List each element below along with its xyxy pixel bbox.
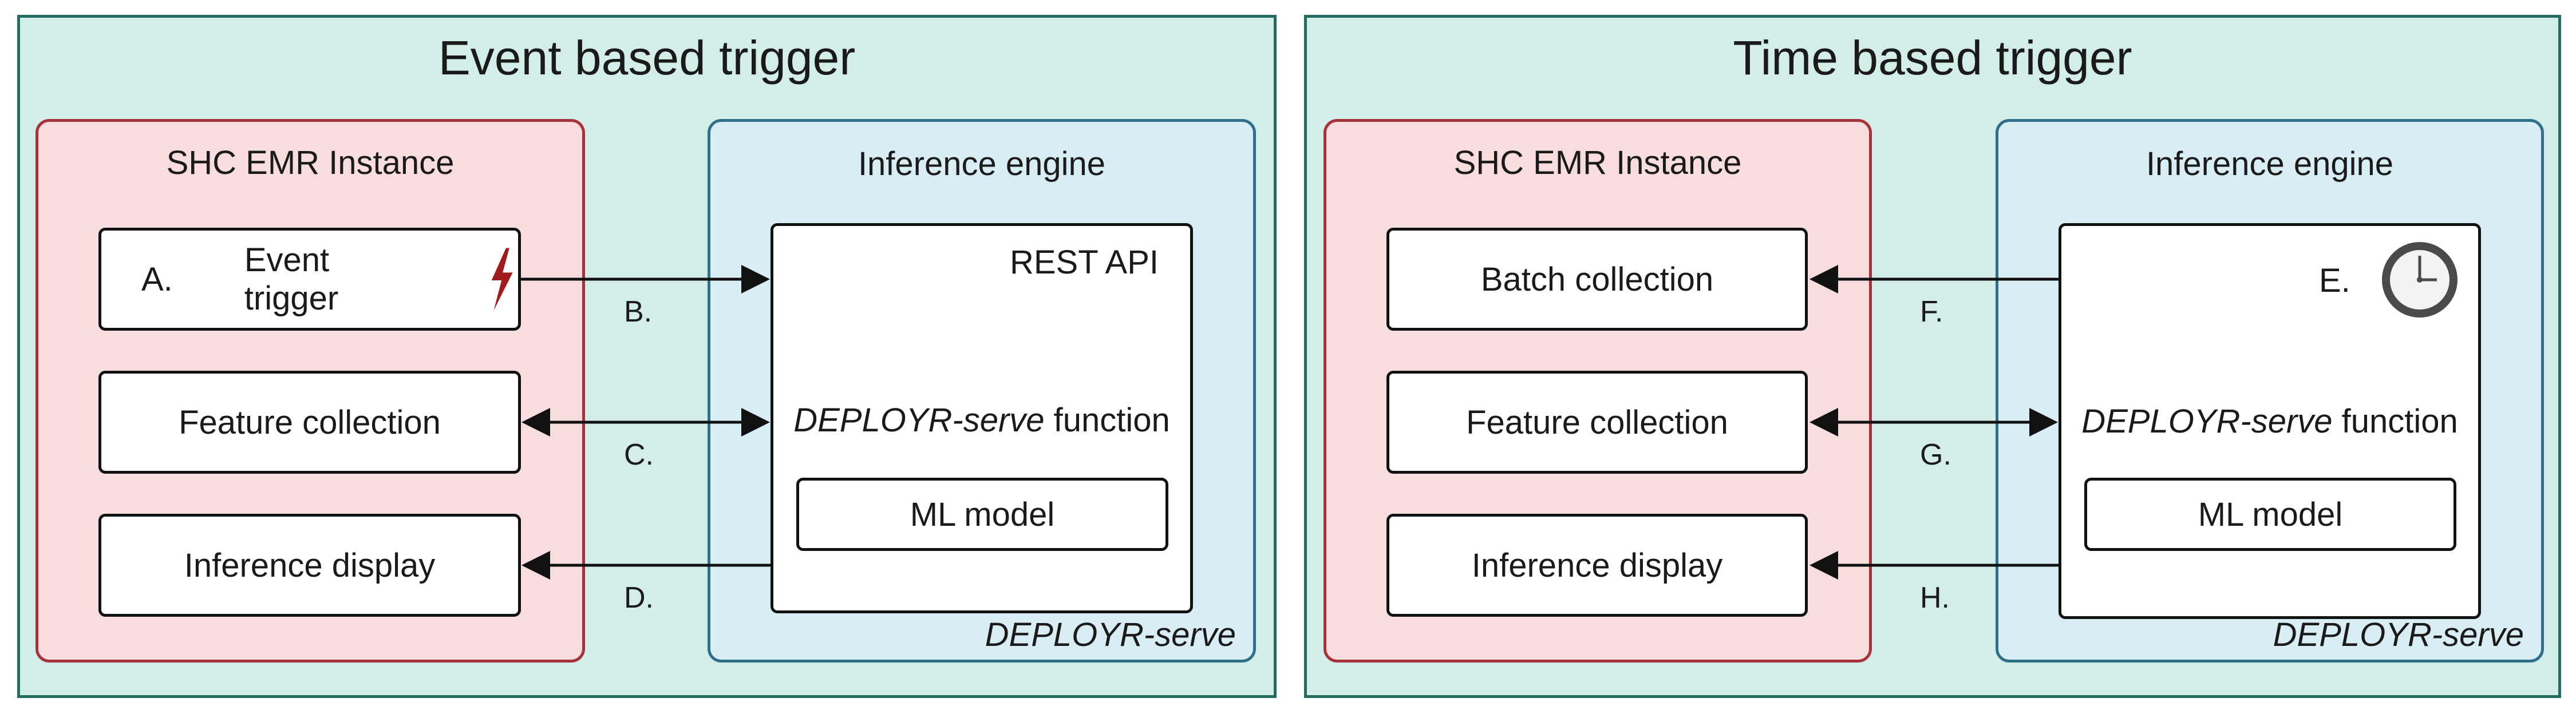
engine-footer: DEPLOYR-serve: [985, 616, 1236, 653]
ml-model-box: ML model: [796, 478, 1168, 551]
arrow-label-g: G.: [1920, 438, 1951, 471]
feature-collection-label: Feature collection: [179, 403, 441, 441]
arrow-label-b: B.: [624, 295, 653, 328]
emr-title: SHC EMR Instance: [166, 144, 455, 181]
panel-title: Time based trigger: [1733, 31, 2132, 85]
rest-api-label: REST API: [1009, 244, 1159, 281]
feature-collection-box: Feature collection: [1386, 371, 1808, 474]
serve-function-label: DEPLOYR-serve function: [793, 402, 1170, 439]
batch-collection-box: Batch collection: [1386, 228, 1808, 331]
engine-footer: DEPLOYR-serve: [2273, 616, 2524, 653]
panel-title: Event based trigger: [438, 31, 856, 85]
arrow-label-f: F.: [1920, 295, 1943, 328]
engine-title: Inference engine: [2146, 145, 2394, 183]
trigger-label: Event trigger: [244, 241, 339, 317]
feature-collection-box: Feature collection: [98, 371, 521, 474]
lightning-icon: [491, 248, 513, 311]
serve-function-label: DEPLOYR-serve function: [2081, 403, 2458, 440]
arrow-label-h: H.: [1920, 581, 1950, 614]
arrow-label-c: C.: [624, 438, 654, 471]
trigger-prefix: A.: [141, 260, 173, 298]
inference-display-box: Inference display: [98, 514, 521, 617]
clock-label: E.: [2319, 262, 2350, 299]
ml-model-box: ML model: [2084, 478, 2456, 551]
deploy-serve-box: E. DEPLOYR-serve function ML model: [2059, 223, 2481, 619]
emr-title: SHC EMR Instance: [1453, 144, 1742, 181]
feature-collection-label: Feature collection: [1466, 403, 1728, 441]
deploy-serve-box: REST API DEPLOYR-serve function ML model: [771, 223, 1193, 613]
engine-title: Inference engine: [858, 145, 1106, 183]
event-trigger-box: A. Event trigger: [98, 228, 521, 331]
ml-model-label: ML model: [910, 495, 1055, 533]
clock-icon: [2382, 242, 2458, 318]
inference-display-label: Inference display: [184, 546, 436, 584]
inference-display-label: Inference display: [1471, 546, 1723, 584]
batch-collection-label: Batch collection: [1480, 260, 1714, 298]
arrow-label-d: D.: [624, 581, 654, 614]
inference-display-box: Inference display: [1386, 514, 1808, 617]
ml-model-label: ML model: [2198, 495, 2343, 533]
